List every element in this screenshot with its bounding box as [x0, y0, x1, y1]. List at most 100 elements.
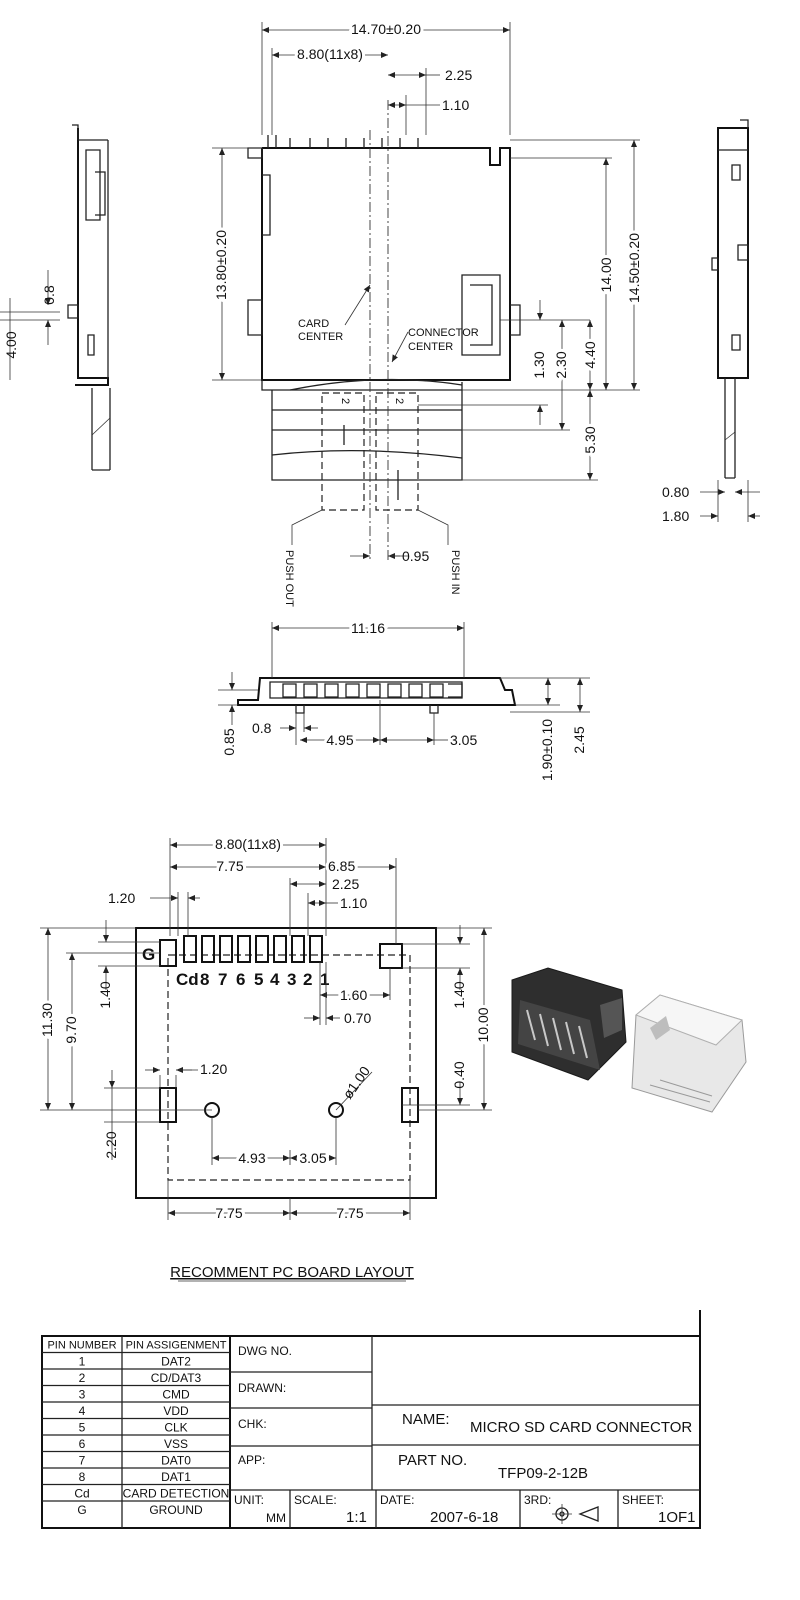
pcb-dim-7-75-top: 7.75 [216, 858, 243, 874]
pcb-layout: Cd 8 7 6 5 4 3 2 1 G 8.80(11x8) 7.75 6.8… [36, 833, 494, 1282]
pcb-dim-11-30: 11.30 [39, 1003, 55, 1037]
sheet-value: 1OF1 [658, 1509, 696, 1526]
dim-4-40: 4.40 [582, 341, 598, 368]
pcb-dim-9-70: 9.70 [63, 1016, 79, 1043]
pin-table-cell-number: 1 [79, 1355, 86, 1369]
connector-center-label-2: CENTER [408, 341, 453, 353]
dim-2-25: 2.25 [445, 67, 472, 83]
pcb-dim-0-70: 0.70 [344, 1010, 371, 1026]
dim-2-30: 2.30 [553, 351, 569, 378]
dim-13-80: 13.80±0.20 [213, 230, 229, 300]
pcb-layout-caption: RECOMMENT PC BOARD LAYOUT [170, 1264, 414, 1281]
dim-8-80: 8.80(11x8) [297, 46, 363, 62]
pin-table-cell-assignment: GROUND [149, 1503, 203, 1517]
dim-0-95: 0.95 [402, 548, 429, 564]
scale-value: 1:1 [346, 1509, 367, 1526]
pin-table-cell-number: 5 [79, 1421, 86, 1435]
pin-table-cell-assignment: DAT0 [161, 1454, 191, 1468]
pcb-dim-6-85: 6.85 [328, 858, 355, 874]
dim-1-30: 1.30 [531, 351, 547, 378]
app-label: APP: [238, 1453, 265, 1467]
pcb-dim-1-20-mid: 1.20 [200, 1061, 227, 1077]
front-dim-11-16: 11.16 [351, 620, 385, 636]
ground-label: G [142, 945, 155, 964]
name-value: MICRO SD CARD CONNECTOR [470, 1419, 692, 1436]
unit-label: UNIT: [234, 1493, 264, 1507]
dwg-no-label: DWG NO. [238, 1344, 292, 1358]
pin-table-cell-number: 3 [79, 1388, 86, 1402]
side-dim-4-00: 4.00 [3, 331, 19, 358]
pin-label-6: 6 [236, 970, 245, 989]
pin-table-cell-assignment: CD/DAT3 [151, 1371, 202, 1385]
pin-table-cell-number: 4 [79, 1404, 86, 1418]
pin-label-7: 7 [218, 970, 227, 989]
pin-label-cd: Cd [176, 970, 199, 989]
pcb-dim-phi-1-00: ø1.00 [339, 1063, 373, 1102]
drawn-label: DRAWN: [238, 1381, 286, 1395]
pin-table-cell-assignment: DAT1 [161, 1470, 191, 1484]
pcb-dim-7-75-bot-right: 7.75 [336, 1205, 363, 1221]
pin-table-cell-number: 6 [79, 1437, 86, 1451]
pcb-dim-4-93: 4.93 [238, 1150, 265, 1166]
pin-table-cell-assignment: DAT2 [161, 1355, 191, 1369]
dim-14-00: 14.00 [598, 257, 614, 292]
card-center-label-2: CENTER [298, 331, 343, 343]
pin-label-1: 1 [320, 970, 329, 989]
front-dim-1-90: 1.90±0.10 [539, 719, 555, 781]
pcb-dim-1-20-top: 1.20 [108, 890, 135, 906]
pcb-dim-7-75-bot-left: 7.75 [215, 1205, 242, 1221]
front-view: 11.16 0.85 0.8 4.95 3.05 1.90±0.10 2.45 [218, 617, 590, 781]
right-side-view: 0.80 1.80 [662, 119, 760, 524]
front-dim-2-45: 2.45 [571, 726, 587, 753]
sheet-label: SHEET: [622, 1493, 664, 1507]
pin-table-cell-number: 8 [79, 1470, 86, 1484]
product-photo [511, 967, 747, 1113]
third-angle-label: 3RD: [524, 1493, 551, 1507]
pin-label-4: 4 [270, 970, 280, 989]
right-dim-0-80: 0.80 [662, 484, 689, 500]
push-in-label: PUSH IN [449, 550, 461, 595]
front-dim-3-05: 3.05 [450, 732, 477, 748]
pin-table-cell-number: G [77, 1503, 86, 1517]
pin-label-8: 8 [200, 970, 209, 989]
connector-center-label-1: CONNECTOR [408, 327, 479, 339]
mark-2b: 2 [393, 398, 405, 404]
part-no-value: TFP09-2-12B [498, 1465, 588, 1482]
dim-14-50: 14.50±0.20 [626, 233, 642, 303]
unit-value: MM [266, 1511, 286, 1525]
date-value: 2007-6-18 [430, 1509, 498, 1526]
mark-2a: 2 [339, 398, 351, 404]
side-dim-0-8: 0.8 [41, 285, 57, 305]
date-label: DATE: [380, 1493, 414, 1507]
pin-table-cell-assignment: CMD [162, 1388, 190, 1402]
pcb-dim-1-40-left: 1.40 [97, 981, 113, 1008]
pin-table-header-assignment: PIN ASSIGENMENT [126, 1340, 227, 1352]
pin-table-cell-assignment: VDD [163, 1404, 189, 1418]
chk-label: CHK: [238, 1417, 267, 1431]
name-label: NAME: [402, 1411, 450, 1428]
pcb-dim-1-10: 1.10 [340, 895, 367, 911]
pin-table-cell-assignment: CARD DETECTION [123, 1487, 230, 1501]
front-dim-4-95: 4.95 [326, 732, 353, 748]
pcb-dim-8-80: 8.80(11x8) [215, 836, 281, 852]
title-block: DWG NO. DRAWN: CHK: APP: NAME: MICRO SD … [230, 1310, 701, 1529]
pin-table-cell-number: 2 [79, 1371, 86, 1385]
pcb-dim-1-60: 1.60 [340, 987, 367, 1003]
push-out-label: PUSH OUT [283, 550, 295, 607]
dim-1-10: 1.10 [442, 97, 469, 113]
scale-label: SCALE: [294, 1493, 337, 1507]
pin-table-cell-assignment: CLK [164, 1421, 187, 1435]
pcb-dim-2-20: 2.20 [103, 1131, 119, 1158]
card-center-label-1: CARD [298, 318, 329, 330]
part-no-label: PART NO. [398, 1452, 467, 1469]
top-view: 2 2 14.70±0.20 8.80(11x8) 2.25 1.10 13.8… [210, 18, 645, 607]
pin-label-2: 2 [303, 970, 312, 989]
front-dim-0-85: 0.85 [221, 728, 237, 755]
pin-table-cell-number: 7 [79, 1454, 86, 1468]
right-dim-1-80: 1.80 [662, 508, 689, 524]
pin-label-3: 3 [287, 970, 296, 989]
pcb-dim-1-40-right: 1.40 [451, 981, 467, 1008]
front-dim-0-8: 0.8 [252, 720, 272, 736]
